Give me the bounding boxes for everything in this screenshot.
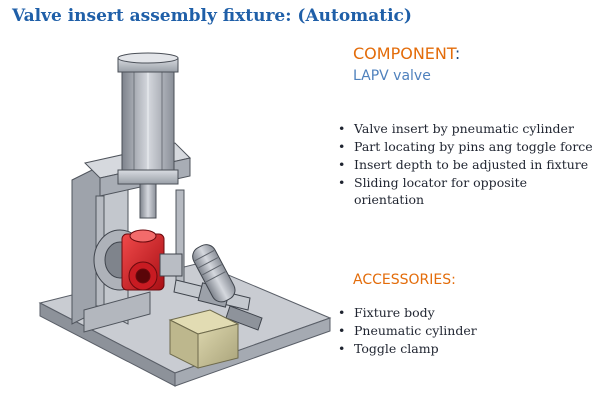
locator-block [168, 309, 240, 369]
component-name: LAPV valve [353, 68, 431, 84]
feature-list: Valve insert by pneumatic cylinder Part … [336, 120, 598, 209]
accessory-item: Fixture body [336, 304, 576, 321]
feature-item: Insert depth to be adjusted in fixture [336, 156, 598, 173]
component-heading: COMPONENT: [353, 44, 461, 63]
base-support [83, 291, 151, 333]
fixture-illustration [38, 52, 332, 387]
valve-body [93, 229, 183, 291]
accessory-item: Toggle clamp [336, 340, 576, 357]
slide-title: Valve insert assembly fixture: (Automati… [12, 6, 412, 26]
feature-item: Sliding locator for opposite orientation [336, 174, 598, 208]
pneumatic-cylinder [117, 52, 179, 219]
toggle-clamp [173, 244, 263, 331]
feature-item: Part locating by pins ang toggle force [336, 138, 598, 155]
accessories-list: Fixture body Pneumatic cylinder Toggle c… [336, 304, 576, 358]
accessory-item: Pneumatic cylinder [336, 322, 576, 339]
feature-item: Valve insert by pneumatic cylinder [336, 120, 598, 137]
accessories-heading: ACCESSORIES: [353, 272, 456, 288]
